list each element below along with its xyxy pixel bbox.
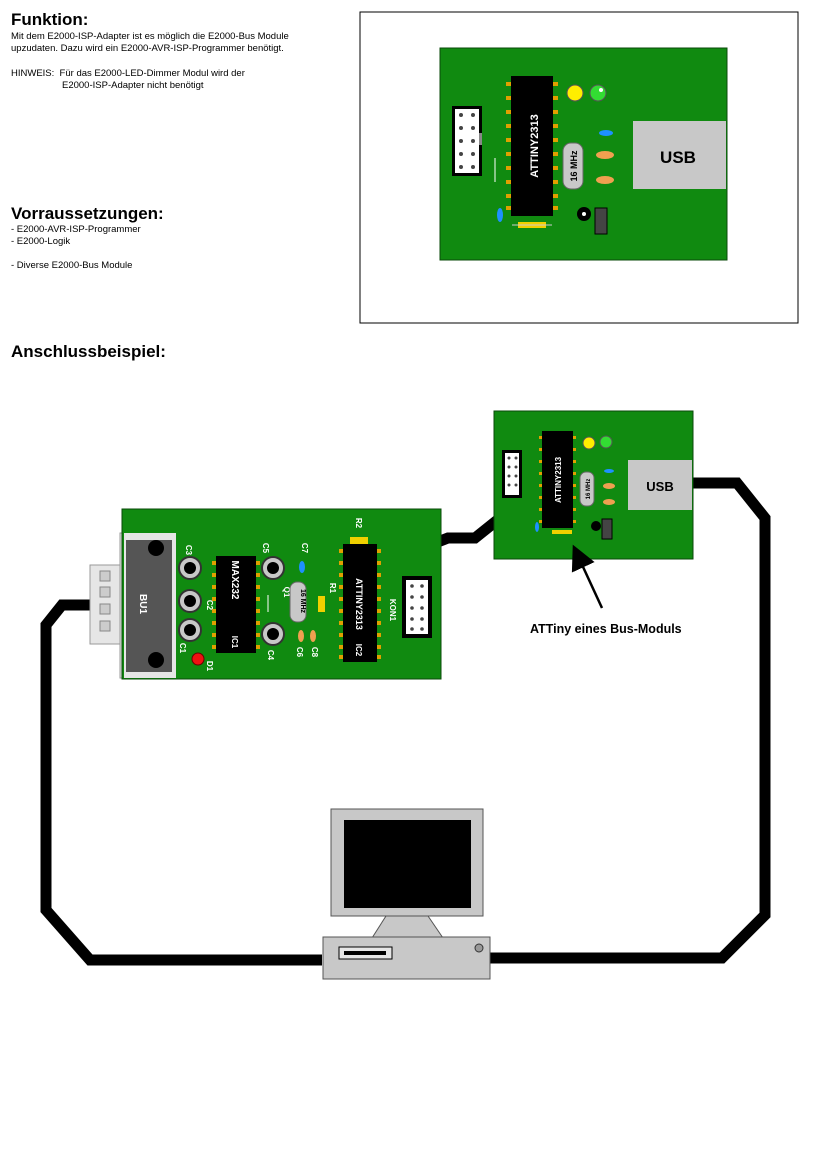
adapter-board: BU1 C3 C2 C1 C5 C4 C7 C6 C8 D1 Q1 R1 (89, 508, 442, 680)
module-board: ATTINY2313 16 MHz USB (439, 47, 728, 261)
adapter-c1-label: C1 (178, 643, 187, 654)
callout-label: ATTiny eines Bus-Moduls (530, 622, 682, 636)
module-cap-orange-2 (596, 176, 614, 184)
adapter-crystal-label: 16 MHz (299, 589, 306, 614)
adapter-c7-label: C7 (300, 543, 309, 554)
module-cap-orange-1 (596, 151, 614, 159)
adapter-kon1-header (402, 576, 432, 638)
bus-module-ic-label: ATTINY2313 (554, 456, 563, 503)
anschluss-heading: Anschlussbeispiel: (11, 342, 166, 361)
adapter-kon1-label: KON1 (388, 599, 397, 622)
adapter-ic1: MAX232 IC1 (212, 556, 260, 653)
adapter-c5-label: C5 (261, 543, 270, 554)
adapter-ic2-label: ATTINY2313 (354, 578, 364, 630)
module-ic-label: ATTINY2313 (529, 114, 541, 177)
module-crystal-label: 16 MHz (569, 150, 579, 182)
voraussetzung-item-1: - E2000-AVR-ISP-Programmer (11, 224, 141, 235)
adapter-d1-label: D1 (205, 661, 214, 672)
adapter-bu1-label: BU1 (137, 594, 148, 614)
adapter-r1-label: R1 (328, 583, 337, 594)
bus-module-usb-label: USB (646, 479, 673, 494)
bus-module-crystal-label: 16 MHz (586, 479, 592, 500)
voraussetzung-item-3: - Diverse E2000-Bus Module (11, 260, 133, 271)
pc-case (322, 936, 491, 980)
module-pin-header (452, 106, 482, 176)
adapter-ic2-ref: IC2 (354, 644, 363, 657)
pc-monitor (330, 808, 484, 939)
adapter-c4-label: C4 (266, 650, 275, 661)
module-crystal: 16 MHz (562, 142, 584, 190)
module-usb-port: USB (633, 121, 726, 189)
adapter-ic1-label: MAX232 (229, 561, 240, 600)
module-ic: ATTINY2313 (506, 76, 558, 216)
funktion-text-line1: Mit dem E2000-ISP-Adapter ist es möglich… (11, 31, 289, 42)
voraussetzungen-heading: Vorraussetzungen: (11, 204, 164, 223)
callout-arrow (571, 544, 604, 609)
hinweis-line1: HINWEIS: Für das E2000-LED-Dimmer Modul … (11, 68, 245, 79)
module-usb-label: USB (660, 148, 696, 167)
adapter-ic1-ref: IC1 (230, 636, 239, 649)
adapter-electrolytic-caps (178, 556, 285, 646)
funktion-text-line2: upzudaten. Dazu wird ein E2000-AVR-ISP-P… (11, 43, 284, 54)
adapter-c2-label: C2 (205, 600, 214, 611)
module-led-green (589, 84, 607, 102)
hinweis-line2: E2000-ISP-Adapter nicht benötigt (62, 80, 204, 91)
funktion-heading: Funktion: (11, 10, 89, 29)
adapter-q1-label: Q1 (282, 587, 291, 598)
module-cap-blue (599, 130, 613, 136)
adapter-c3-label: C3 (184, 545, 193, 556)
adapter-c6-label: C6 (295, 647, 304, 658)
bus-module-board: ATTINY2313 16 MHz USB (493, 410, 694, 560)
cable-pc-right (490, 477, 771, 964)
voraussetzung-item-2: - E2000-Logik (11, 236, 71, 247)
module-led-yellow (566, 84, 584, 102)
adapter-c8-label: C8 (310, 647, 319, 658)
adapter-led-red (191, 652, 205, 666)
cable-pc-left (40, 599, 322, 966)
adapter-ic2: ATTINY2313 IC2 (339, 544, 381, 662)
adapter-r2-label: R2 (354, 518, 363, 529)
